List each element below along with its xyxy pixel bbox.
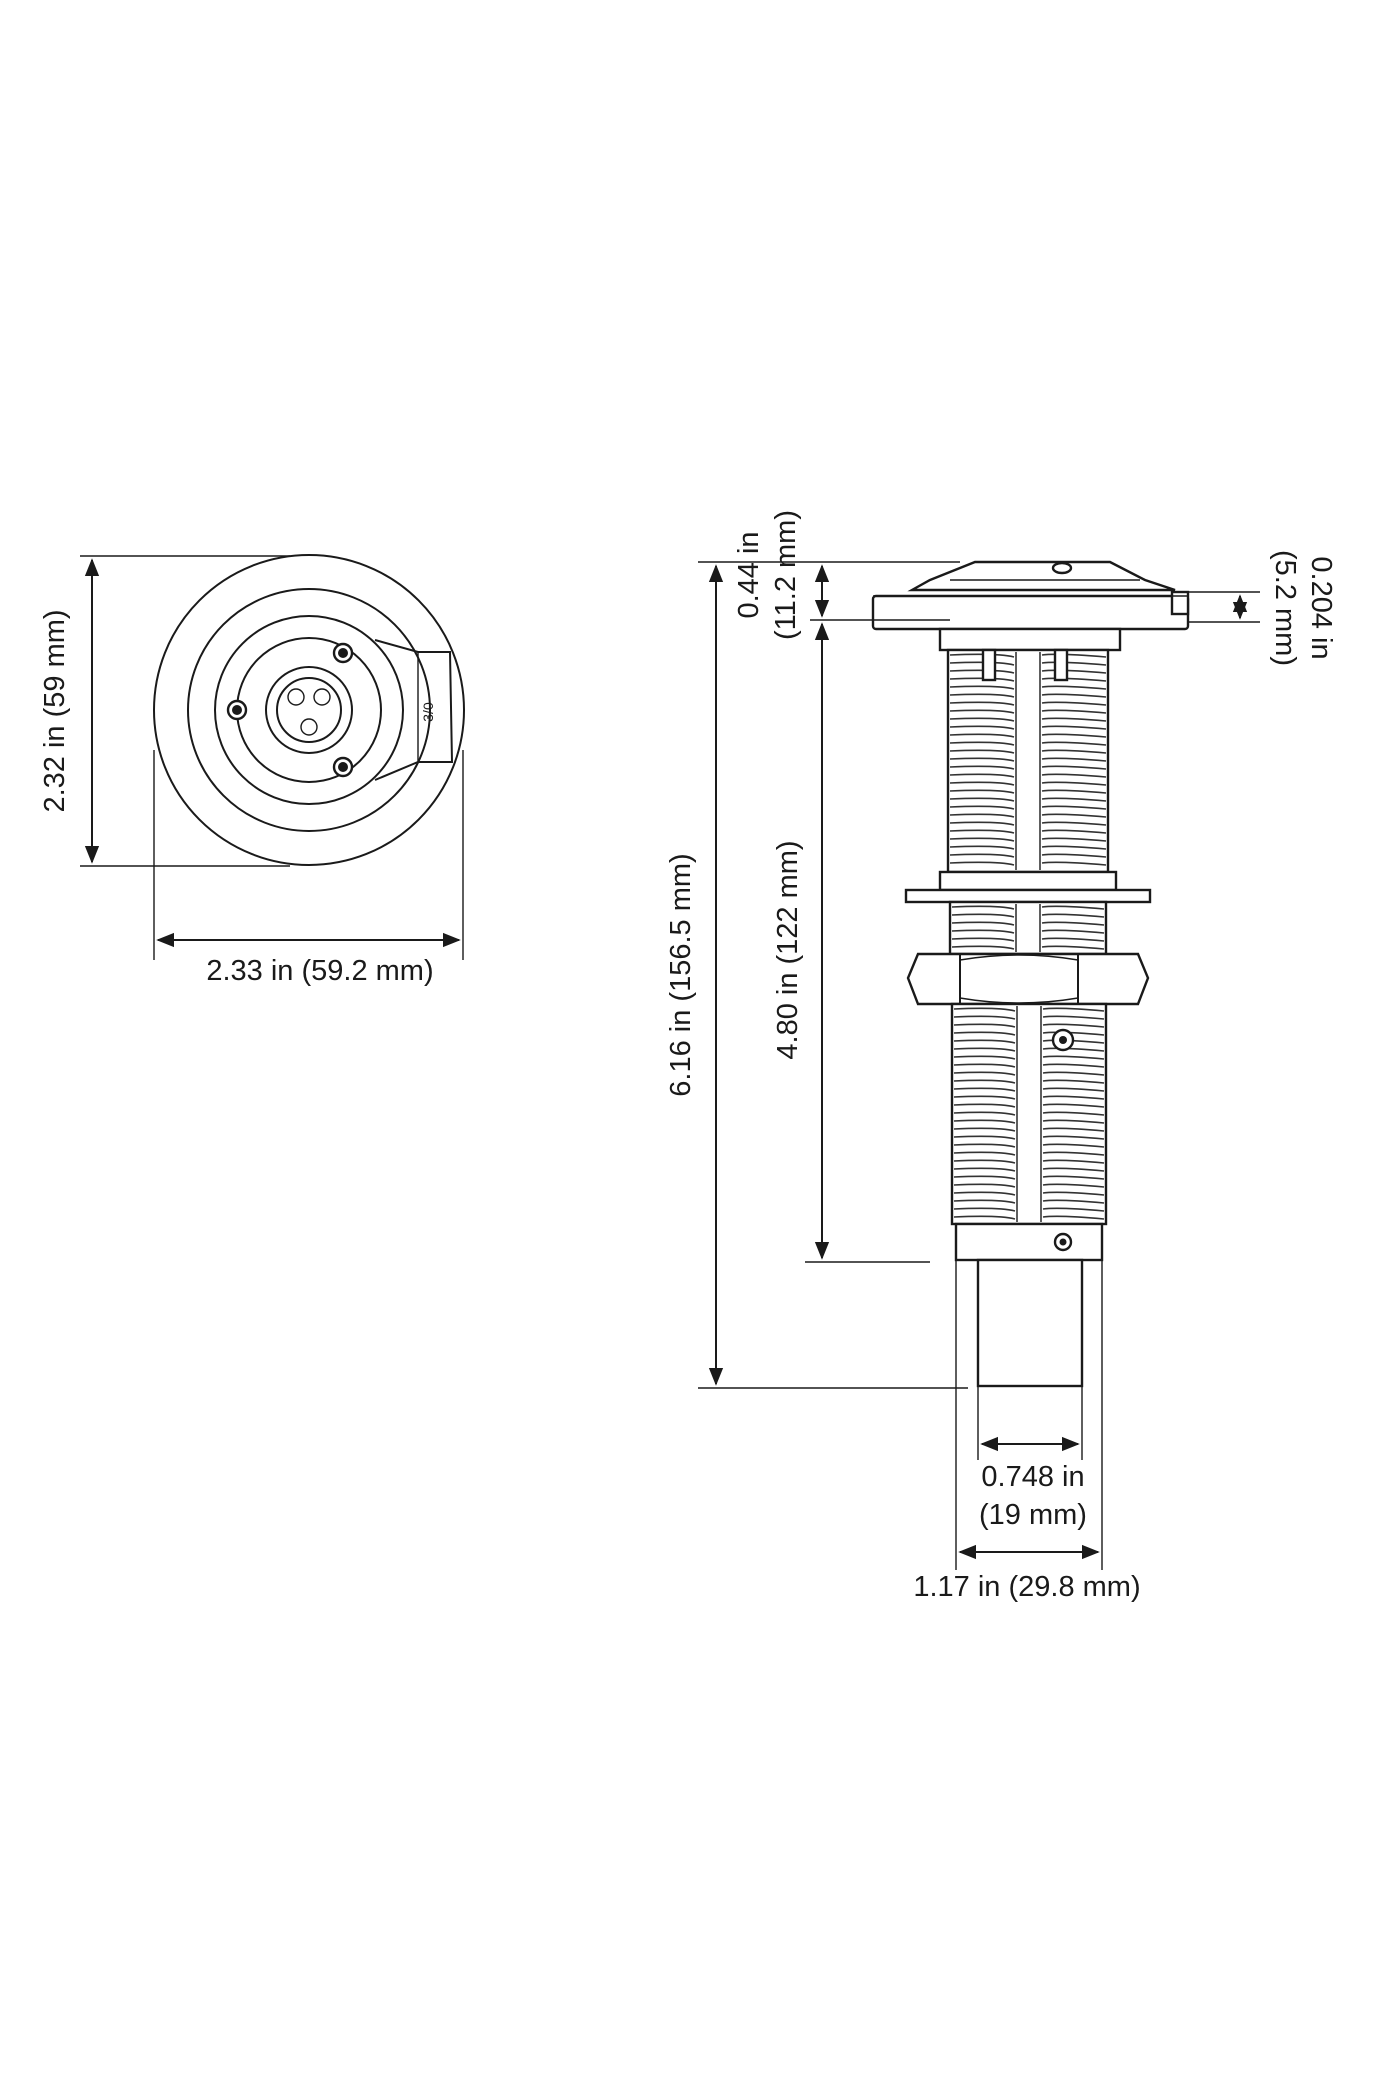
height-label: 2.32 in (59 mm) <box>39 609 71 812</box>
washer-top <box>938 870 1118 892</box>
thread-line <box>949 853 1107 858</box>
thread-line <box>953 1007 1105 1012</box>
thread-line <box>953 1183 1105 1188</box>
thread-line <box>949 805 1107 810</box>
front-view: 3/0 2.32 in (59 mm) 2.33 in (59.2 mm) <box>39 554 465 987</box>
thread-line <box>949 709 1107 714</box>
thread-line <box>949 749 1107 754</box>
thread-line <box>949 773 1107 778</box>
connector-collar <box>236 637 382 783</box>
thread-line <box>953 1015 1105 1020</box>
thread-line <box>949 765 1107 770</box>
thread-line <box>949 701 1107 706</box>
thread-line <box>949 733 1107 738</box>
thread-line <box>949 781 1107 786</box>
thread-line <box>951 937 1105 942</box>
thread-line <box>953 1023 1105 1028</box>
thread-line <box>953 1095 1105 1100</box>
thread-line <box>949 725 1107 730</box>
cable-tab <box>374 639 454 781</box>
thread-line <box>953 1167 1105 1172</box>
thread-line <box>953 1215 1105 1220</box>
thread-line <box>951 913 1105 918</box>
overall-length-label: 6.16 in (156.5 mm) <box>665 853 697 1096</box>
mid-thread <box>948 900 1108 956</box>
tip-diameter-line1: 0.748 in <box>981 1461 1084 1493</box>
flange-neck <box>938 627 1122 652</box>
thread-line <box>949 789 1107 794</box>
thread-line <box>953 1119 1105 1124</box>
thread-line <box>953 1103 1105 1108</box>
collar <box>954 1222 1104 1262</box>
thread-line <box>953 1063 1105 1068</box>
thread-line <box>953 1191 1105 1196</box>
thread-line <box>953 1135 1105 1140</box>
lip-height-line1: 0.204 in <box>1305 556 1337 659</box>
thread-line <box>953 1207 1105 1212</box>
hex-nut <box>906 952 1150 1006</box>
thread-line <box>953 1079 1105 1084</box>
thread-line <box>953 1175 1105 1180</box>
thread-line <box>949 685 1107 690</box>
thread-line <box>951 921 1105 926</box>
connector-face <box>276 677 342 743</box>
thread-line <box>949 757 1107 762</box>
thread-line <box>949 821 1107 826</box>
thread-line <box>951 929 1105 934</box>
thread-line <box>949 813 1107 818</box>
thread-line <box>949 861 1107 866</box>
thread-line <box>953 1055 1105 1060</box>
tip-diameter-line2: (19 mm) <box>979 1499 1087 1531</box>
connector-mark: 3/0 <box>420 702 436 722</box>
thread-line <box>953 1199 1105 1204</box>
thread-line <box>953 1071 1105 1076</box>
flange-height-line2: (11.2 mm) <box>770 510 802 640</box>
thread-line <box>953 1151 1105 1156</box>
thread-line <box>949 837 1107 842</box>
inner-rim <box>187 588 431 832</box>
lip-height-line2: (5.2 mm) <box>1269 550 1301 666</box>
connector-socket <box>265 666 353 754</box>
thread-line <box>953 1087 1105 1092</box>
flange-cap <box>907 560 1176 592</box>
thread-line <box>951 905 1105 910</box>
body-diameter-label: 1.17 in (29.8 mm) <box>913 1571 1140 1603</box>
washer <box>904 888 1152 904</box>
connector-pin-1 <box>287 688 305 706</box>
thread-line <box>953 1143 1105 1148</box>
thread-length-label: 4.80 in (122 mm) <box>772 840 804 1059</box>
thread-line <box>953 1111 1105 1116</box>
outer-rim <box>153 554 465 866</box>
thread-line <box>949 741 1107 746</box>
thread-line <box>949 797 1107 802</box>
side-view: 6.16 in (156.5 mm) 4.80 in (122 mm) 0.44… <box>665 510 1337 1603</box>
thread-line <box>951 945 1105 950</box>
thread-line <box>953 1159 1105 1164</box>
flange <box>871 594 1190 631</box>
sensor-tip <box>976 1258 1084 1388</box>
thread-line <box>949 845 1107 850</box>
connector-ring <box>214 615 404 805</box>
thread-line <box>953 1127 1105 1132</box>
thread-line <box>949 693 1107 698</box>
width-label: 2.33 in (59.2 mm) <box>206 955 433 987</box>
thread-line <box>949 829 1107 834</box>
thread-line <box>949 717 1107 722</box>
connector-pin-2 <box>313 688 331 706</box>
flange-height-line1: 0.44 in <box>733 531 765 618</box>
connector-pin-3 <box>300 718 318 736</box>
